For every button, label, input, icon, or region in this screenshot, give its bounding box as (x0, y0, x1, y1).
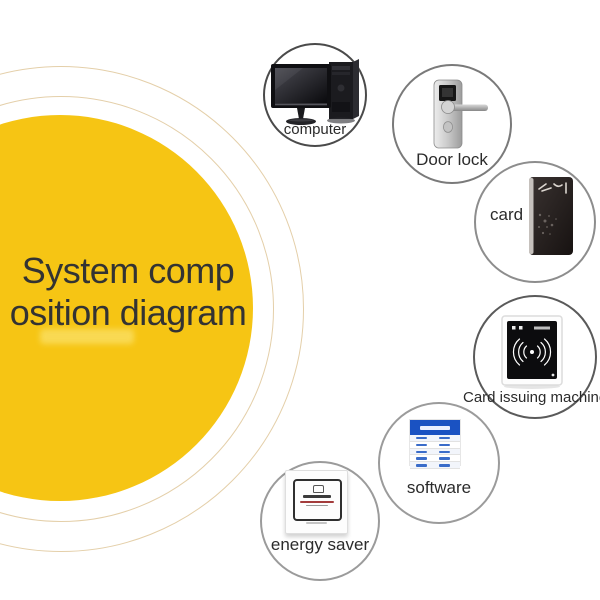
item-label-card-issuing-machine: Card issuing machine (463, 389, 600, 406)
energy-saver-switch-icon (285, 470, 348, 534)
page-title-line1: System comp (21, 250, 235, 291)
item-circle-computer: computer (263, 43, 367, 147)
rfid-card-reader-icon (501, 315, 563, 389)
energy-saver-faceplate (293, 479, 342, 521)
item-label-door-lock: Door lock (416, 150, 488, 169)
card-insert-icon (313, 485, 324, 493)
desktop-computer-icon (271, 59, 359, 125)
software-table (410, 435, 460, 469)
page-title: System comp osition diagram (3, 250, 253, 334)
item-circle-card: card (474, 161, 596, 283)
software-title-bar (410, 420, 460, 435)
software-window-icon (410, 420, 460, 469)
item-label-computer: computer (283, 121, 347, 138)
watermark-text (40, 329, 134, 344)
page-title-line2: osition diagram (9, 292, 247, 333)
item-label-energy-saver: energy saver (270, 535, 370, 554)
keycard-icon (529, 177, 573, 255)
item-label-software: software (406, 478, 472, 497)
door-lock-icon (433, 79, 488, 149)
item-circle-software: software (378, 402, 500, 524)
item-circle-card-issuing-machine: Card issuing machine (463, 295, 600, 419)
item-circle-energy-saver: energy saver (260, 461, 380, 581)
item-circle-door-lock: Door lock (392, 64, 512, 184)
item-label-card: card (490, 205, 524, 224)
